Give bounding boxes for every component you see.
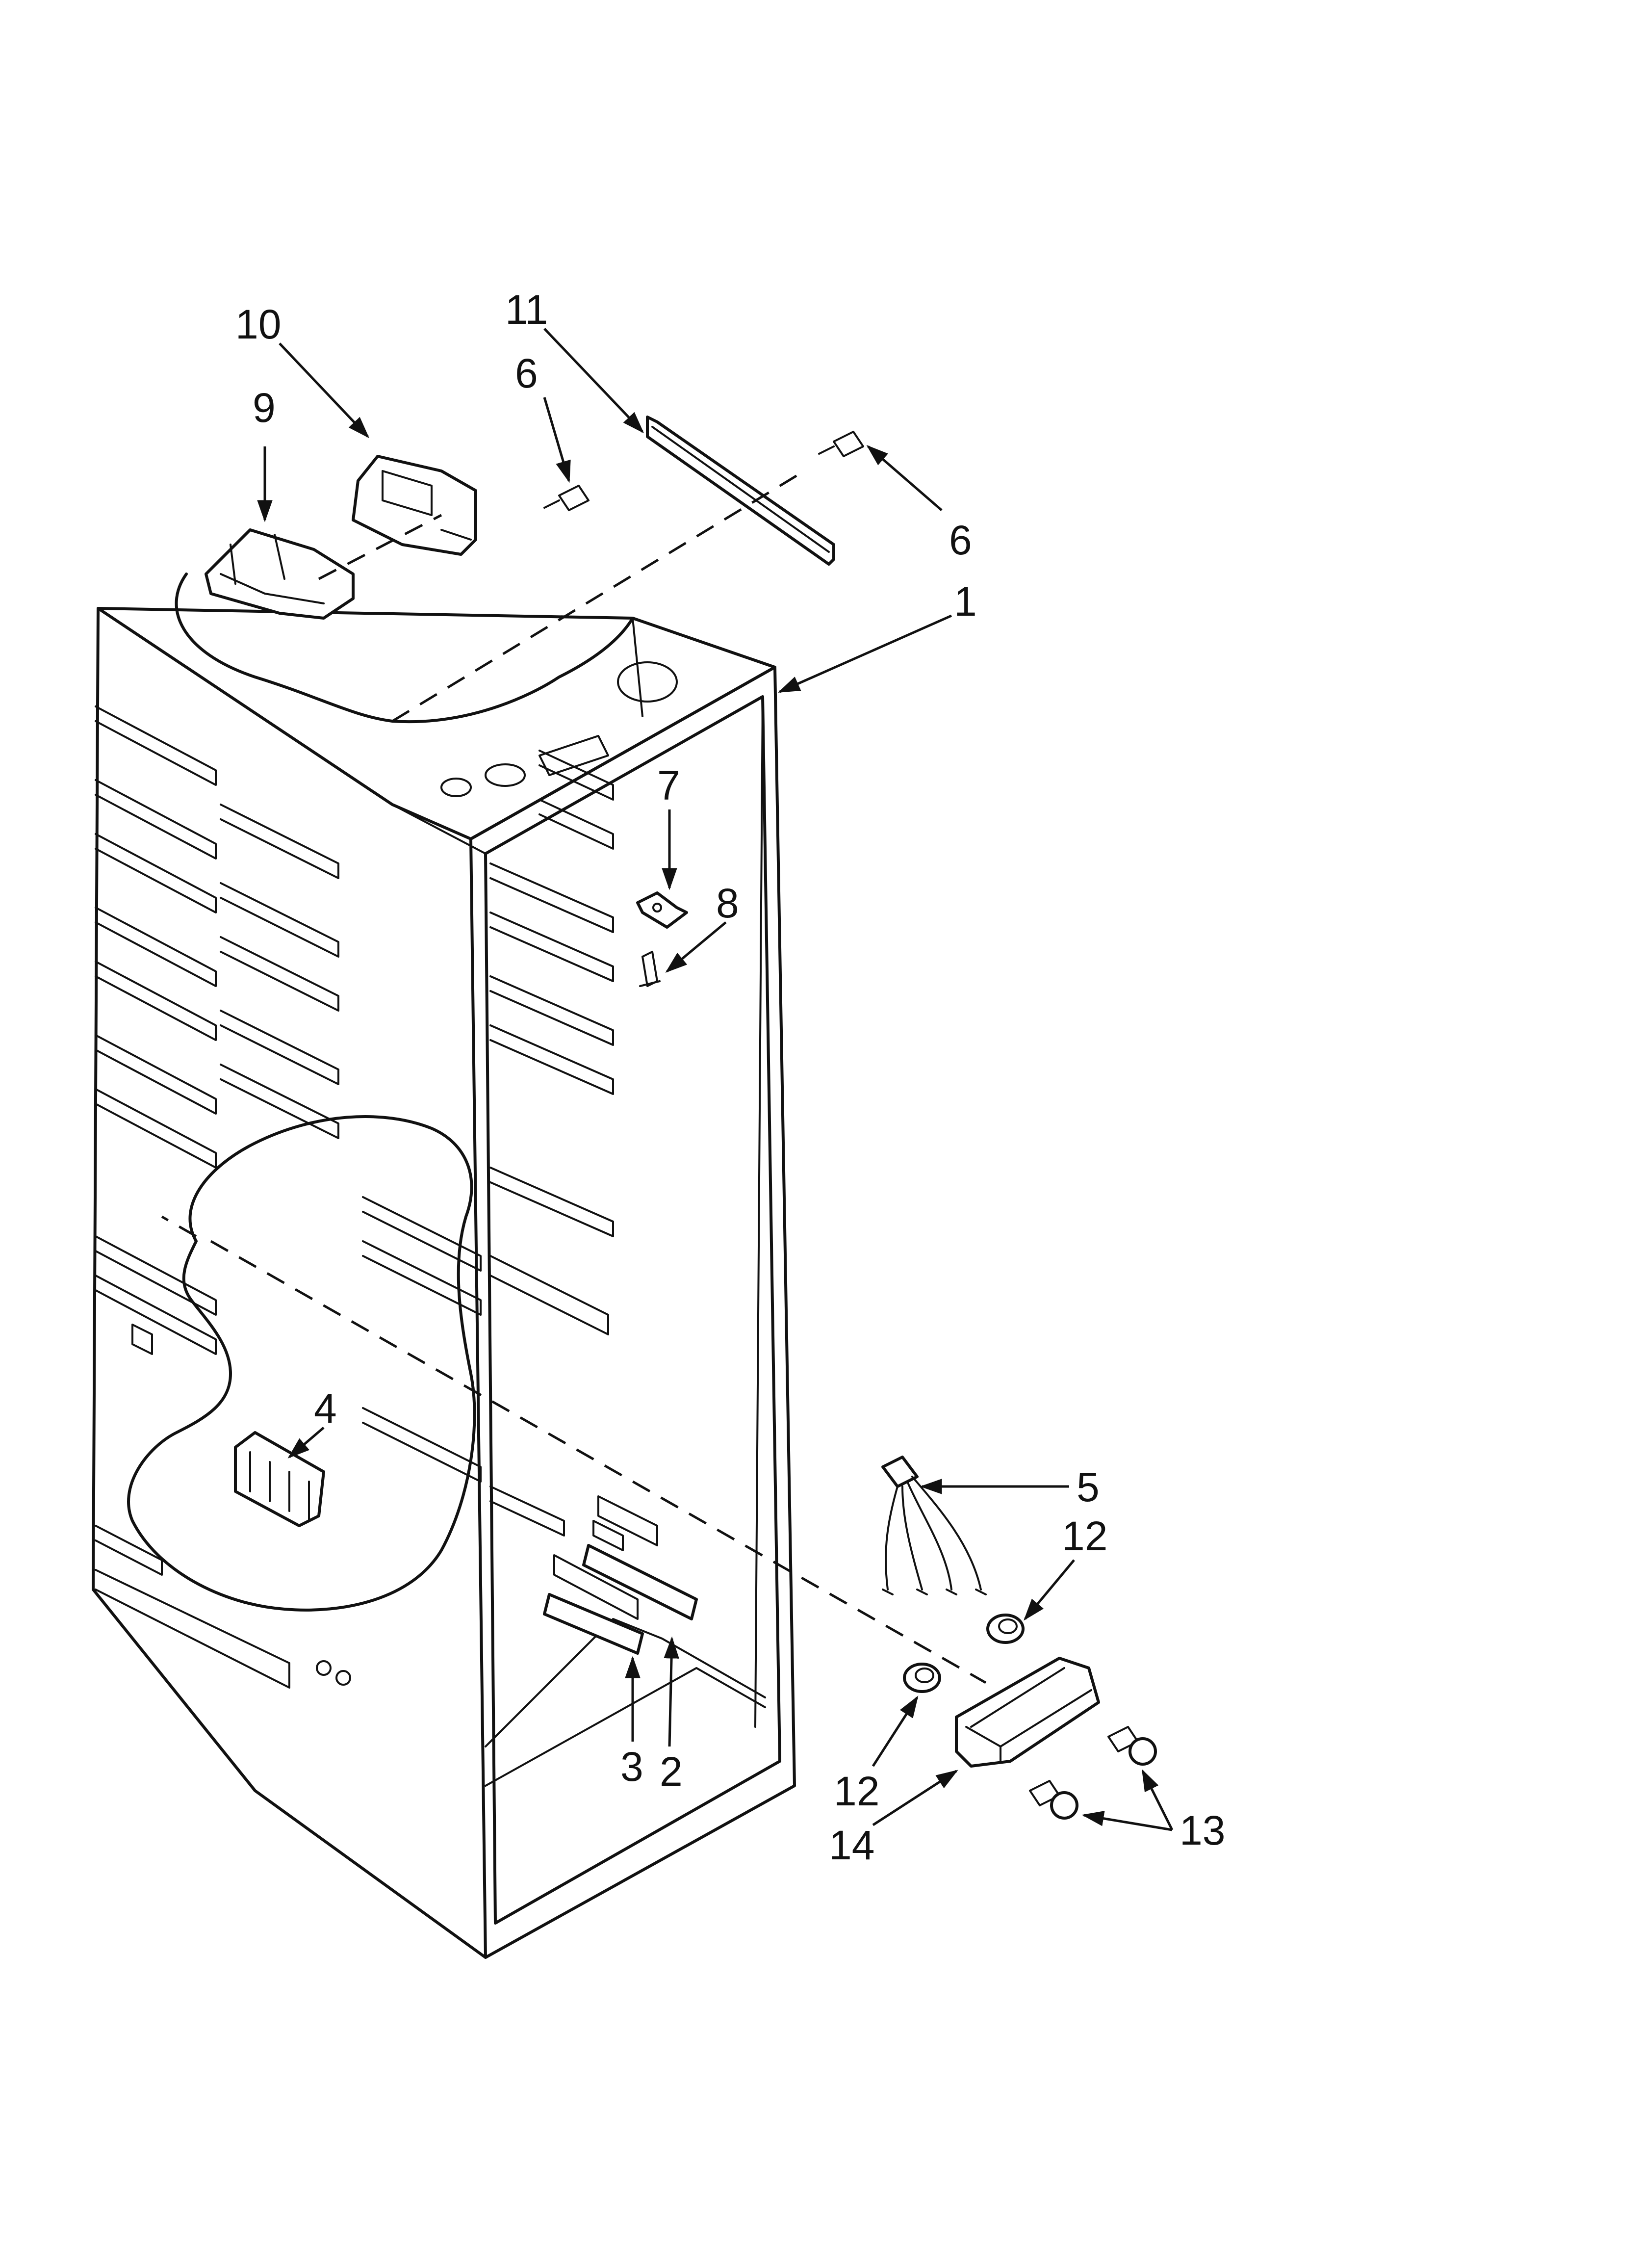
- part-14-light-housing: [955, 1657, 1100, 1768]
- part-7-clip: [636, 891, 688, 929]
- callout-9: 9: [253, 385, 276, 431]
- callout-1: 1: [954, 578, 977, 625]
- part-12-socket-upper: [986, 1614, 1025, 1644]
- part-6-screw-right: [818, 431, 864, 457]
- callout-2: 2: [660, 1748, 683, 1795]
- callout-13: 13: [1180, 1807, 1225, 1853]
- part-8-screw: [639, 951, 661, 987]
- part-4-vent: [234, 1431, 325, 1527]
- part-3-strip: [543, 1593, 644, 1655]
- cabinet-liner: [92, 573, 796, 1959]
- part-5-wire-harness: [881, 1456, 987, 1595]
- callout-8: 8: [716, 880, 739, 926]
- callout-12-lower: 12: [834, 1768, 879, 1814]
- part-12-socket-lower: [903, 1663, 941, 1693]
- part-2-strip: [582, 1544, 698, 1620]
- assembly-lines: [161, 469, 987, 1684]
- callout-14: 14: [829, 1822, 874, 1868]
- callout-11: 11: [505, 287, 548, 333]
- callout-10: 10: [235, 301, 281, 347]
- callout-7: 7: [657, 762, 680, 808]
- callout-12-upper: 12: [1062, 1513, 1107, 1559]
- callout-3: 3: [620, 1744, 643, 1790]
- callout-arrows: [257, 328, 1174, 1831]
- part-13-pin-lower: [1029, 1780, 1078, 1820]
- part-13-pin-upper: [1107, 1726, 1157, 1766]
- callout-5: 5: [1077, 1464, 1100, 1510]
- right-shelf-rails: [362, 750, 614, 1537]
- part-6-screw-left: [543, 485, 590, 511]
- callout-6-left: 6: [515, 350, 538, 396]
- part-9-damper-housing: [205, 528, 355, 620]
- part-10-bracket: [352, 455, 477, 556]
- callout-4: 4: [314, 1385, 337, 1432]
- callout-labels: 1 2 3 4 5 6 6 7 8 9 10 11 12 12 13 14: [235, 287, 1225, 1868]
- part-11-trim-strip: [646, 416, 835, 566]
- callout-6-right: 6: [949, 517, 972, 563]
- left-shelf-rails: [95, 705, 339, 1689]
